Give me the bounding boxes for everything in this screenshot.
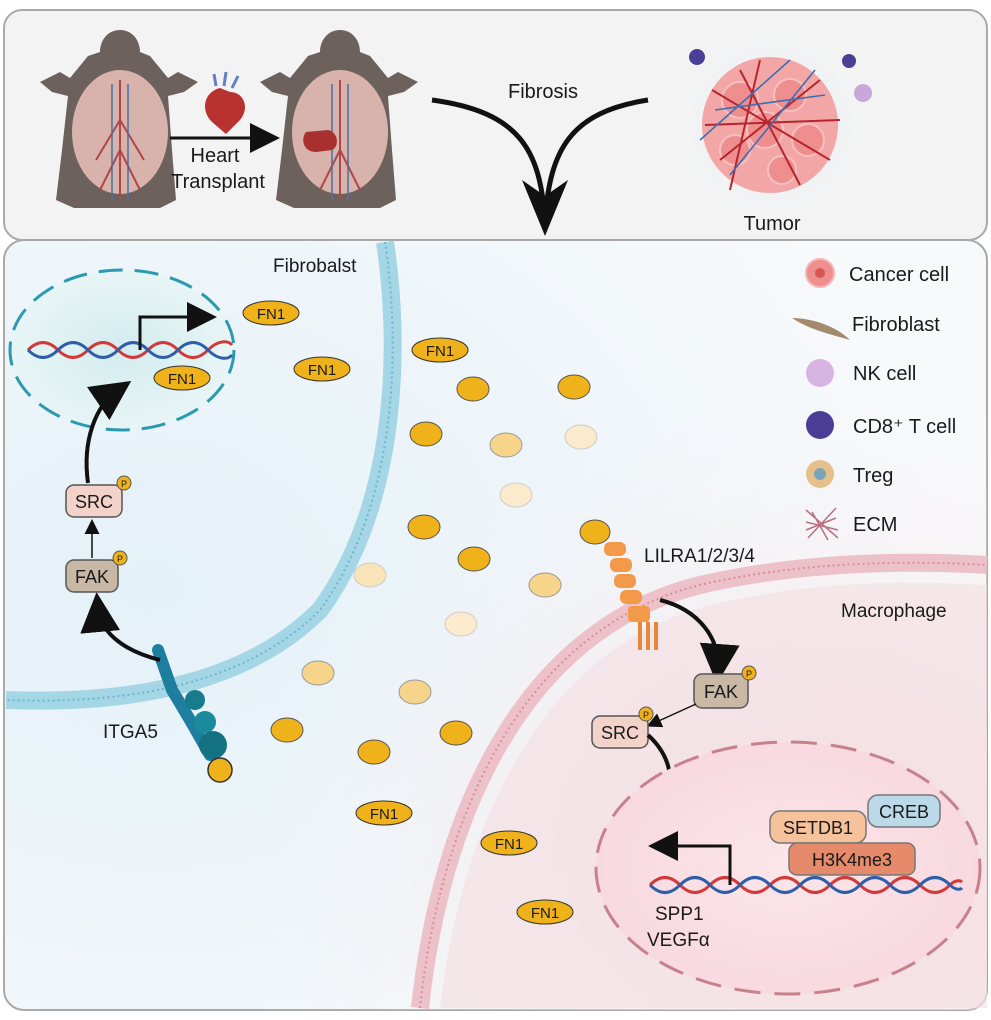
cancer-cell-icon [805, 258, 835, 288]
top-panel: Heart Transplant Fibrosis [3, 9, 988, 241]
mouse-icon [260, 30, 418, 208]
treg-icon [806, 460, 834, 488]
fn1-protein: FN1 [480, 830, 538, 856]
heart-icon [205, 71, 245, 134]
transcription-arrow [138, 302, 217, 350]
svg-text:SETDB1: SETDB1 [783, 818, 853, 838]
src-node-macrophage: SRC P [591, 706, 654, 749]
svg-text:FN1: FN1 [370, 806, 398, 823]
svg-text:FN1: FN1 [257, 306, 285, 323]
setdb1-box: SETDB1 [769, 810, 867, 844]
svg-text:H3K4me3: H3K4me3 [812, 850, 892, 870]
heart-label: Heart [191, 145, 240, 167]
svg-text:FN1: FN1 [531, 905, 559, 922]
nk-cell-icon [806, 359, 834, 387]
fn1-dots [270, 374, 598, 765]
spp1-label: SPP1 [655, 904, 704, 925]
legend-label: Fibroblast [852, 314, 940, 336]
svg-text:P: P [121, 479, 127, 489]
svg-text:P: P [643, 710, 649, 720]
lilra-label: LILRA1/2/3/4 [644, 546, 755, 567]
svg-text:CREB: CREB [879, 802, 929, 822]
vegf-label: VEGFα [647, 930, 710, 951]
svg-text:P: P [117, 554, 123, 564]
macrophage-nucleus [594, 740, 982, 996]
cd8-t-cell-icon [806, 411, 834, 439]
legend-label: CD8⁺ T cell [853, 416, 956, 438]
svg-text:FN1: FN1 [308, 362, 336, 379]
svg-text:SRC: SRC [75, 492, 113, 512]
itga5-receptor-icon [152, 644, 233, 783]
main-panel: Fibrobalst Macrophage ITGA5 FAK P SR [3, 239, 988, 1011]
tumor-label: Tumor [743, 213, 800, 235]
svg-text:FAK: FAK [75, 567, 109, 587]
fibroblast-nucleus [8, 268, 236, 432]
transcription-arrow [648, 831, 732, 885]
fn1-protein: FN1 [516, 899, 574, 925]
legend-label: Treg [853, 465, 893, 487]
arrowhead-icon [522, 180, 568, 236]
svg-text:FN1: FN1 [495, 836, 523, 853]
fn1-protein: FN1 [411, 337, 469, 363]
lilra-receptor-icon [579, 519, 658, 650]
fn1-protein: FN1 [153, 365, 211, 391]
ecm-icon [805, 507, 839, 541]
legend-label: ECM [853, 514, 897, 536]
dna-icon [26, 340, 234, 360]
fn1-protein: FN1 [293, 356, 351, 382]
fibroblast-icon [792, 318, 850, 340]
svg-text:SRC: SRC [601, 723, 639, 743]
fn1-protein: FN1 [242, 300, 300, 326]
dna-icon [648, 876, 964, 894]
fibrosis-label: Fibrosis [508, 81, 578, 103]
fibroblast-label: Fibrobalst [273, 256, 357, 277]
macrophage-label: Macrophage [841, 601, 947, 622]
itga5-label: ITGA5 [103, 722, 158, 743]
tumor-icon [680, 33, 872, 217]
legend-label: NK cell [853, 363, 916, 385]
fn1-protein: FN1 [355, 800, 413, 826]
svg-text:FN1: FN1 [168, 371, 196, 388]
h3k4me3-box: H3K4me3 [788, 842, 916, 876]
legend: Cancer cell Fibroblast NK cell CD8⁺ T ce… [792, 258, 956, 541]
fak-node-macrophage: FAK P [693, 665, 757, 709]
transplant-label: Transplant [171, 171, 265, 193]
fak-node-fibroblast: FAK P [65, 550, 128, 593]
mouse-icon [40, 30, 198, 208]
creb-box: CREB [867, 794, 941, 828]
src-node-fibroblast: SRC P [65, 475, 132, 518]
legend-label: Cancer cell [849, 264, 949, 286]
svg-text:FN1: FN1 [426, 343, 454, 360]
svg-text:FAK: FAK [704, 682, 738, 702]
svg-text:P: P [746, 669, 752, 679]
